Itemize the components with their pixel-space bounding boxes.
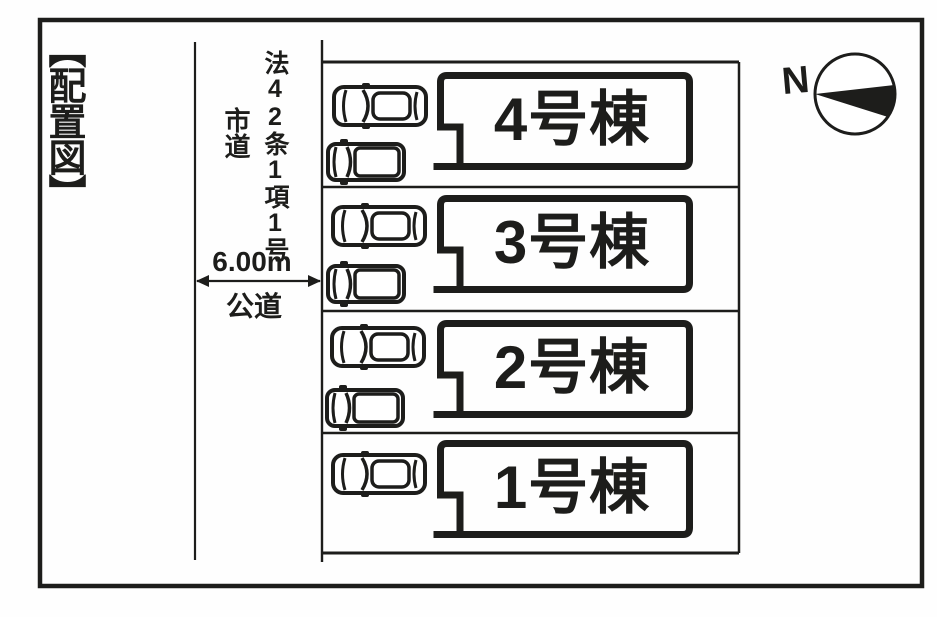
building-3-label: 3号棟 <box>493 209 651 276</box>
diagram-title: 【配置図】 <box>42 30 84 210</box>
building-1-label: 1号棟 <box>493 454 651 521</box>
car-icon-sedan <box>331 451 427 497</box>
road-width-label: 6.00m <box>212 246 292 277</box>
car-icon-sedan <box>330 324 426 370</box>
north-label: N <box>780 58 812 104</box>
building-4-label: 4号棟 <box>493 86 651 153</box>
car-icon-van <box>326 139 406 185</box>
building-4-outline <box>433 72 693 170</box>
building-1-outline <box>433 440 693 538</box>
car-icon-sedan <box>331 203 427 249</box>
road-width-dimension-arrow <box>196 275 321 287</box>
building-3-outline <box>433 195 693 293</box>
building-2-outline <box>433 320 693 418</box>
outer-frame <box>37 17 925 589</box>
car-icon-van <box>325 385 405 431</box>
road-classification-label: 公道 <box>225 291 282 322</box>
road-regulation-label: 法42条1項1号 <box>261 50 289 262</box>
building-2-label: 2号棟 <box>493 334 651 401</box>
car-icon-van <box>326 261 406 307</box>
road-type-label: 市道 <box>221 107 251 159</box>
car-icon-sedan <box>332 83 428 129</box>
north-compass-icon <box>813 52 897 136</box>
